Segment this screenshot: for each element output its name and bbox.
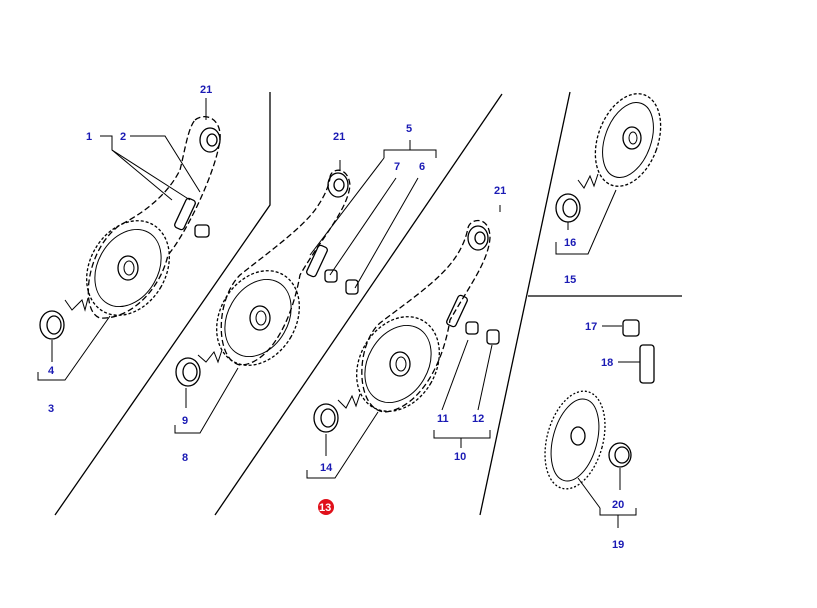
callout-13-active[interactable]: 13 [318,499,334,515]
small-sprocket-middle [327,172,349,198]
callout-16[interactable]: 16 [564,237,576,249]
large-sprocket-center [356,316,440,412]
active-callout-badge [318,499,334,515]
callout-1[interactable]: 1 [86,131,92,143]
callout-6[interactable]: 6 [419,161,425,173]
callout-12[interactable]: 12 [472,413,484,425]
callout-13[interactable]: 13 [319,502,331,514]
assembly-middle [174,140,437,434]
bushing-middle [175,357,201,387]
assembly-left [37,98,221,381]
chain-link-18 [639,344,655,384]
callout-19[interactable]: 19 [612,539,624,551]
callout-7[interactable]: 7 [394,161,400,173]
bushing-top-right [555,193,581,223]
bushing-bottom-right [608,442,632,468]
callout-14[interactable]: 14 [320,462,333,474]
large-sprocket-top-right [594,93,662,187]
chain-loop-left [87,116,221,319]
large-sprocket-middle [216,270,300,366]
large-sprocket-left [86,220,170,316]
callout-5[interactable]: 5 [406,123,412,135]
assembly-top-right [555,93,662,255]
callout-21-left[interactable]: 21 [200,84,212,96]
small-sprocket-left [199,127,221,153]
callout-2[interactable]: 2 [120,131,126,143]
callouts: 21 1 2 4 3 21 5 7 6 9 8 21 11 12 10 14 1… [48,84,624,551]
chain-loop-center [361,219,491,413]
chain-links-left [174,197,210,238]
callout-15[interactable]: 15 [564,274,576,286]
callout-3[interactable]: 3 [48,403,54,415]
callout-11[interactable]: 11 [437,413,449,425]
callout-20[interactable]: 20 [612,499,624,511]
chain-links-middle [306,244,359,295]
bushing-left [39,310,65,340]
callout-9[interactable]: 9 [182,415,188,427]
small-sprocket-center [467,225,489,251]
callout-17[interactable]: 17 [585,321,597,333]
callout-18[interactable]: 18 [601,357,613,369]
callout-10[interactable]: 10 [454,451,466,463]
chain-links-center [446,294,500,345]
bushing-center [313,403,339,433]
assembly-bottom-right [544,319,655,528]
chain-link-17 [622,319,640,337]
callout-21-center[interactable]: 21 [494,185,506,197]
chain-loop-middle [220,169,351,366]
large-sprocket-bottom-right [544,390,606,490]
callout-4[interactable]: 4 [48,365,55,377]
assembly-center [306,205,501,479]
callout-21-middle[interactable]: 21 [333,131,345,143]
callout-8[interactable]: 8 [182,452,188,464]
panel-dividers [54,91,682,516]
